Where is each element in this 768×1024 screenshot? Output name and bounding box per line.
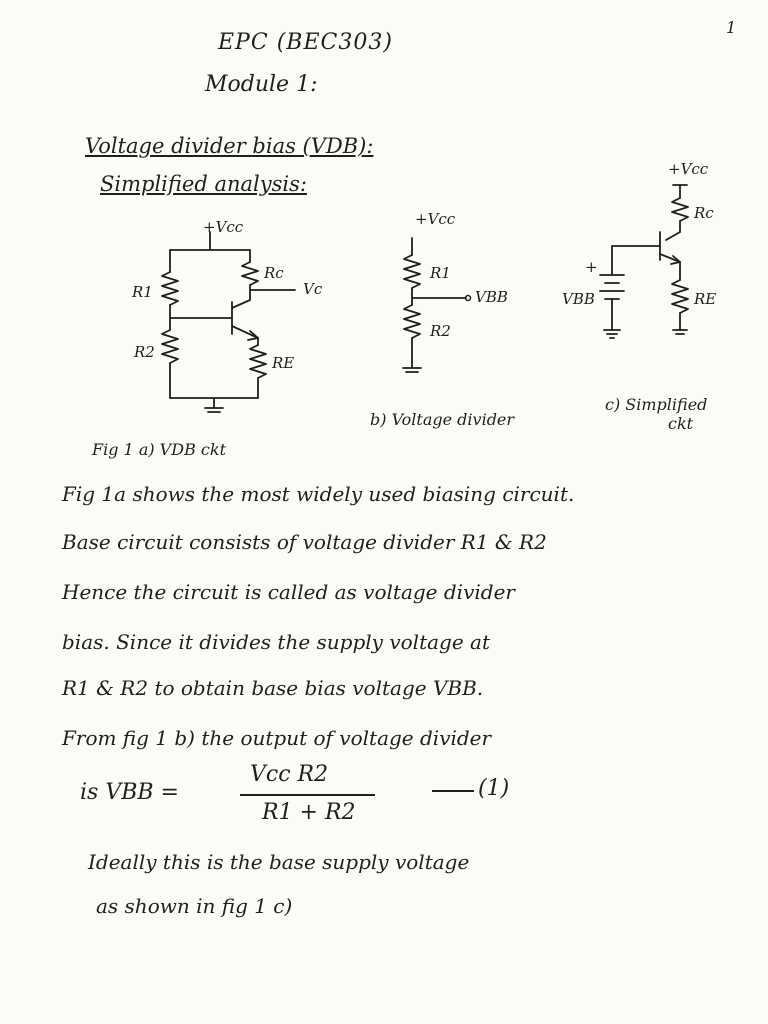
page-number: 1	[726, 18, 737, 37]
body-line-6: From fig 1 b) the output of voltage divi…	[62, 726, 492, 750]
equation-fraction-bar	[240, 794, 375, 796]
fig-b-r2-label: R2	[430, 322, 451, 340]
fig-c-caption: c) Simplified	[605, 395, 708, 414]
fig-a-r2-label: R2	[134, 343, 155, 361]
equation-denominator: R1 + R2	[262, 800, 356, 825]
fig-c-plus-label: +	[585, 258, 598, 276]
fig-b-vbb-label: VBB	[475, 288, 508, 306]
fig-b-r1-label: R1	[430, 264, 451, 282]
fig-a-vc-label: Vc	[303, 280, 323, 298]
closing-line-1: Ideally this is the base supply voltage	[88, 850, 470, 874]
fig-b-vcc-label: +Vcc	[415, 210, 456, 228]
equation-numerator: Vcc R2	[250, 762, 329, 787]
vdb-circuit	[161, 231, 296, 413]
subsection-heading: Simplified analysis:	[100, 172, 307, 196]
simplified-circuit	[599, 184, 689, 339]
fig-c-rc-label: Rc	[694, 204, 714, 222]
equation-dash	[432, 790, 474, 792]
body-line-4: bias. Since it divides the supply voltag…	[62, 630, 490, 654]
fig-b-caption: b) Voltage divider	[370, 410, 515, 429]
fig-a-caption: Fig 1 a) VDB ckt	[92, 440, 226, 459]
fig-c-caption-2: ckt	[668, 414, 694, 433]
closing-line-2: as shown in fig 1 c)	[96, 894, 293, 918]
fig-a-rc-label: Rc	[264, 264, 284, 282]
module-heading: Module 1:	[205, 72, 318, 97]
section-heading: Voltage divider bias (VDB):	[85, 134, 374, 158]
body-line-3: Hence the circuit is called as voltage d…	[62, 580, 515, 604]
equation-lhs: is VBB =	[80, 780, 179, 805]
body-line-1: Fig 1a shows the most widely used biasin…	[62, 482, 575, 506]
body-line-2: Base circuit consists of voltage divider…	[62, 530, 547, 554]
fig-a-re-label: RE	[272, 354, 295, 372]
equation-number: (1)	[478, 776, 510, 801]
fig-c-vcc-label: +Vcc	[668, 160, 709, 178]
fig-c-re-label: RE	[694, 290, 717, 308]
body-line-5: R1 & R2 to obtain base bias voltage VBB.	[62, 676, 484, 700]
page-title: EPC (BEC303)	[218, 30, 393, 55]
fig-c-vbb-label: VBB	[562, 290, 595, 308]
fig-a-vcc-label: +Vcc	[203, 218, 244, 236]
voltage-divider-circuit	[402, 237, 472, 373]
fig-a-r1-label: R1	[132, 283, 153, 301]
